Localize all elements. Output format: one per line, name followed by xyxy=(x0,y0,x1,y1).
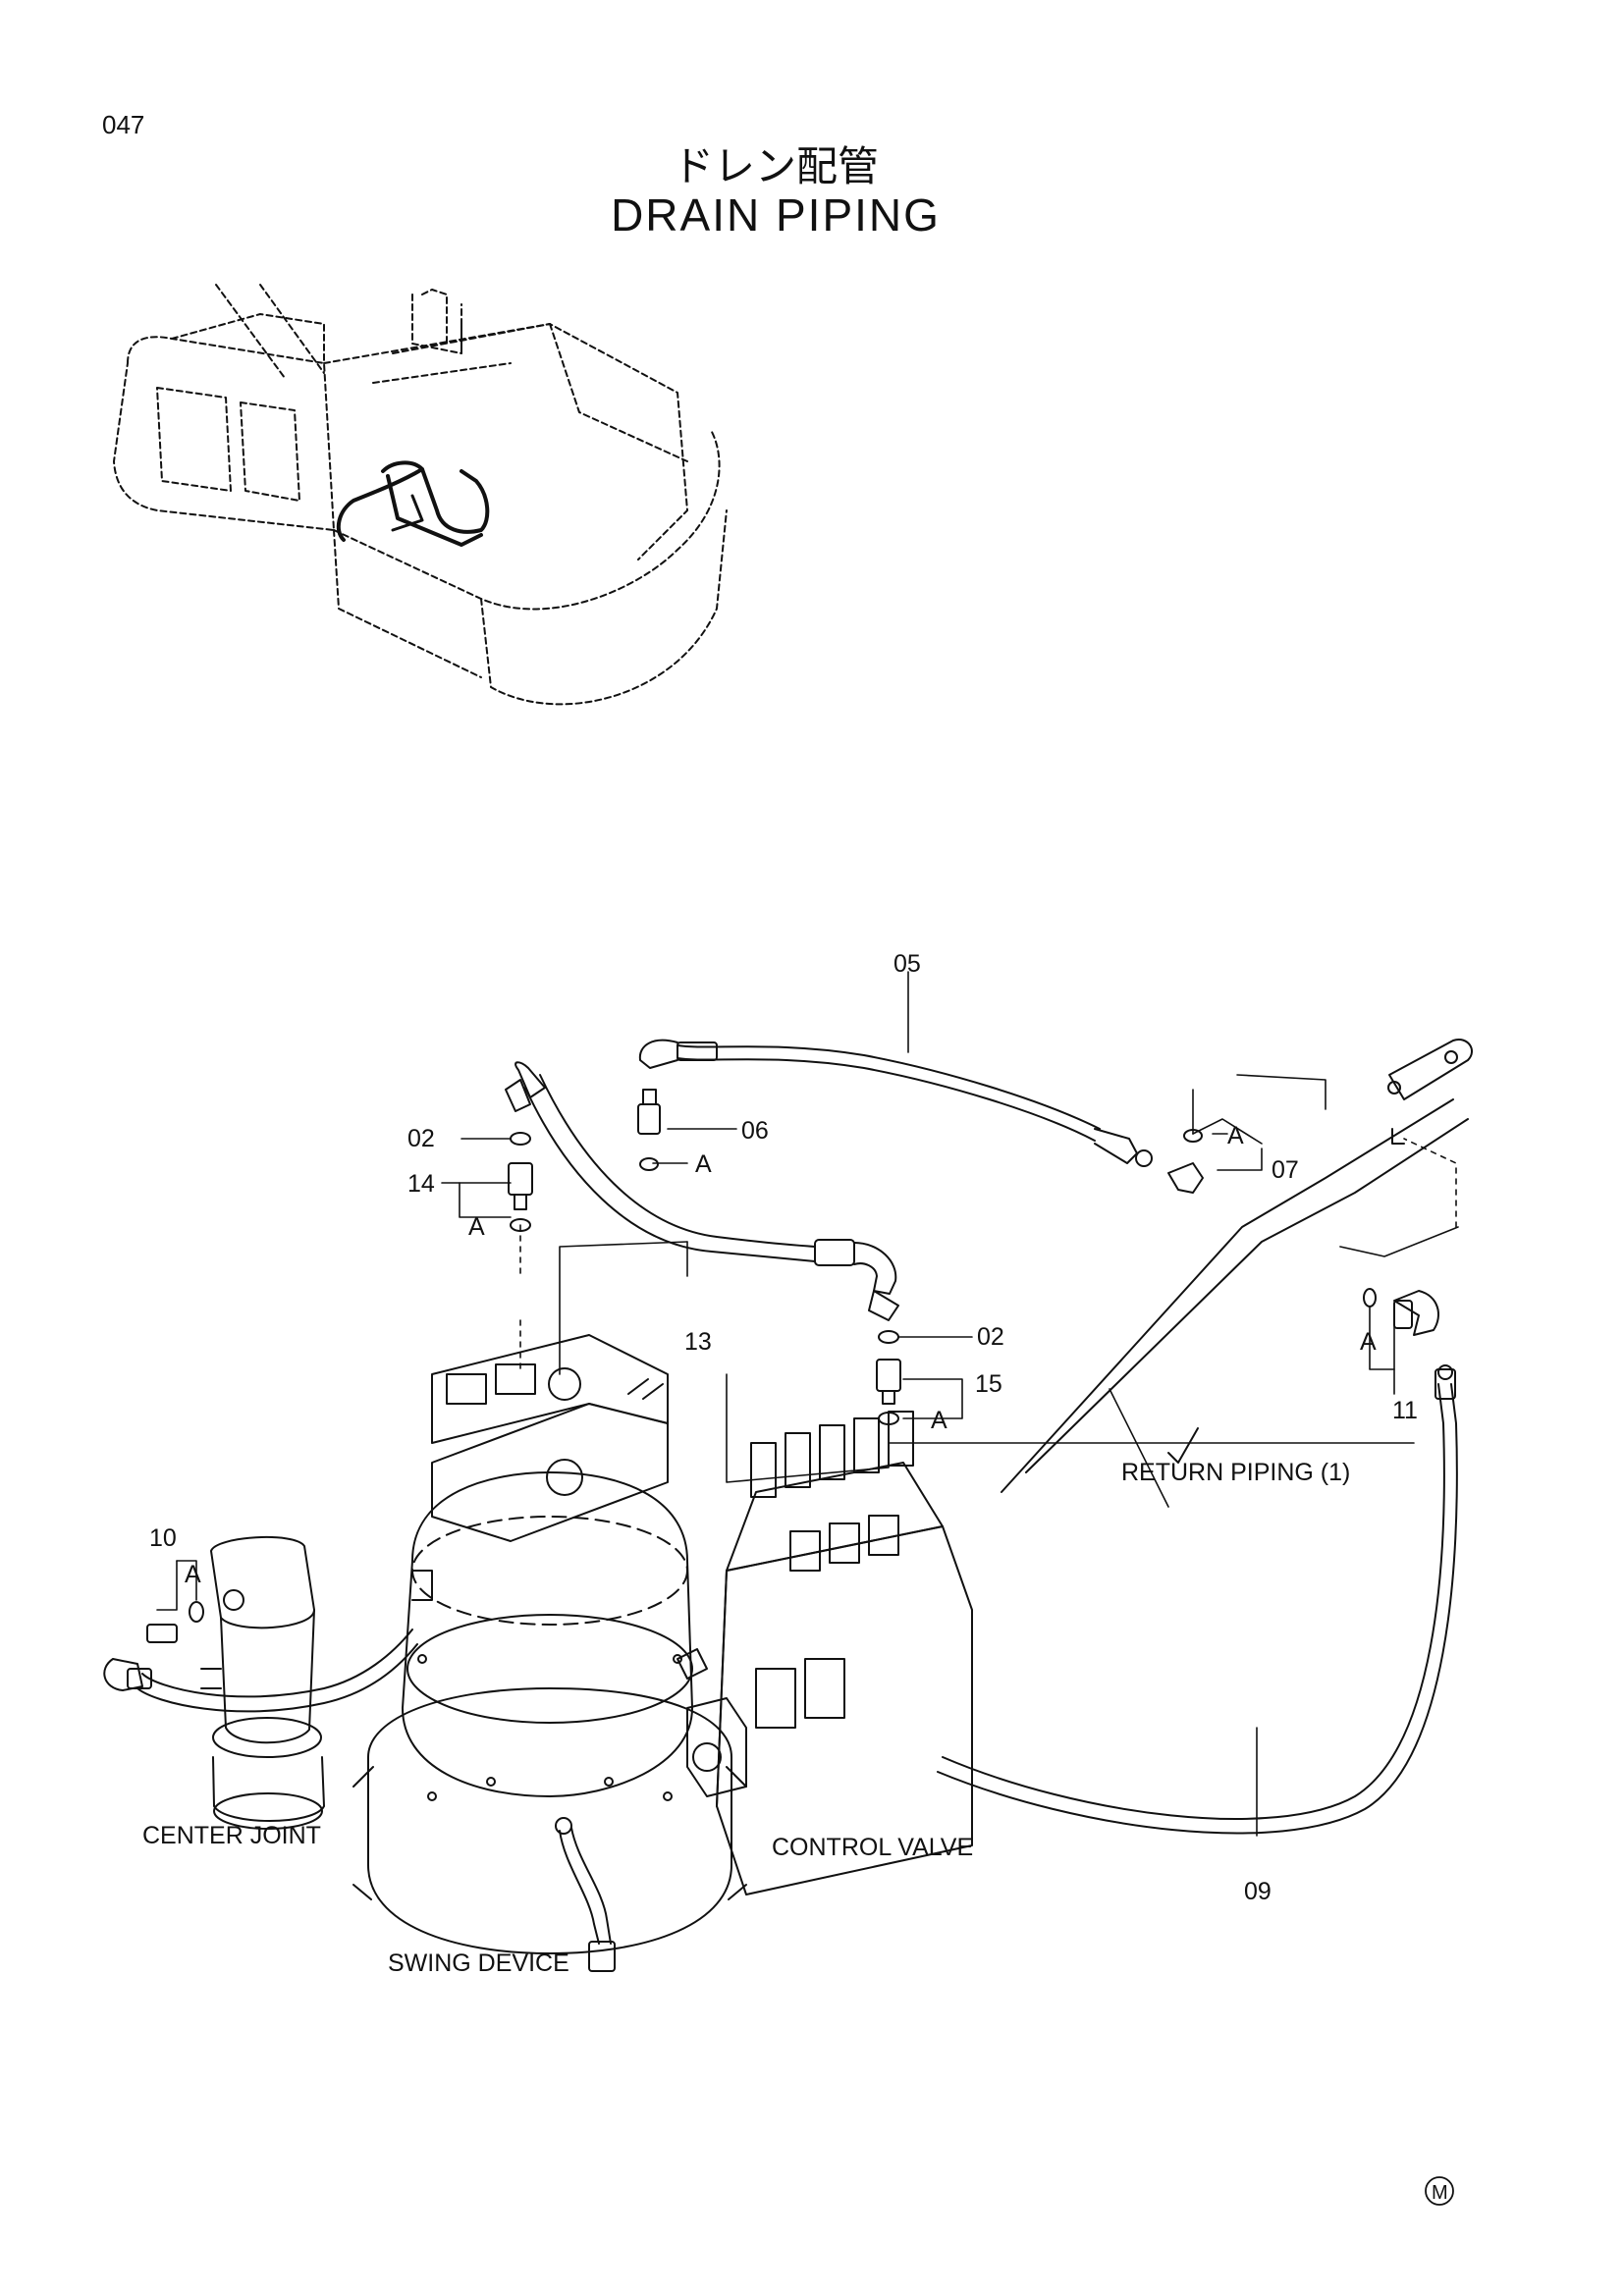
hose-10 xyxy=(103,1629,418,1713)
callout-09: 09 xyxy=(1244,1878,1272,1905)
hose-05 xyxy=(638,1039,1153,1167)
footer-mark: M xyxy=(1425,2176,1454,2206)
label-return-piping: RETURN PIPING (1) xyxy=(1121,1459,1350,1486)
return-piping xyxy=(1001,1039,1473,1493)
hose-13 xyxy=(505,1061,899,1321)
callout-07: 07 xyxy=(1272,1156,1299,1184)
callout-labels: 05 06 07 02 14 13 02 15 10 11 09 A A A A… xyxy=(142,950,1418,1977)
ref-a-15: A xyxy=(931,1407,947,1434)
callout-06: 06 xyxy=(741,1117,769,1145)
page-title: DRAIN PIPING xyxy=(611,189,941,240)
ref-a-06: A xyxy=(695,1150,712,1178)
ref-a-07: A xyxy=(1227,1122,1244,1149)
ref-a-11: A xyxy=(1360,1328,1377,1356)
ref-a-10: A xyxy=(185,1561,201,1588)
ref-a-14: A xyxy=(468,1213,485,1241)
title-japanese: ドレン配管 xyxy=(672,142,879,190)
label-center-joint: CENTER JOINT xyxy=(142,1822,321,1849)
page-number: 047 xyxy=(102,110,145,139)
callout-05: 05 xyxy=(893,950,921,978)
label-control-valve: CONTROL VALVE xyxy=(772,1834,973,1861)
excavator-overview xyxy=(113,284,728,706)
callout-11: 11 xyxy=(1392,1397,1418,1424)
hose-09 xyxy=(937,1364,1458,1835)
fittings xyxy=(146,1089,1439,1643)
callout-15: 15 xyxy=(975,1370,1002,1398)
swing-device xyxy=(352,1334,747,1972)
callout-02-upper: 02 xyxy=(407,1125,435,1152)
callout-10: 10 xyxy=(149,1524,177,1552)
label-swing-device: SWING DEVICE xyxy=(388,1949,569,1977)
leader-lines xyxy=(156,971,1459,1837)
callout-02-lower: 02 xyxy=(977,1323,1004,1351)
control-valve xyxy=(677,1411,973,1896)
footer-mark-letter: M xyxy=(1432,2182,1448,2204)
callout-13: 13 xyxy=(684,1328,712,1356)
center-joint xyxy=(200,1536,325,1830)
callout-14: 14 xyxy=(407,1170,435,1198)
